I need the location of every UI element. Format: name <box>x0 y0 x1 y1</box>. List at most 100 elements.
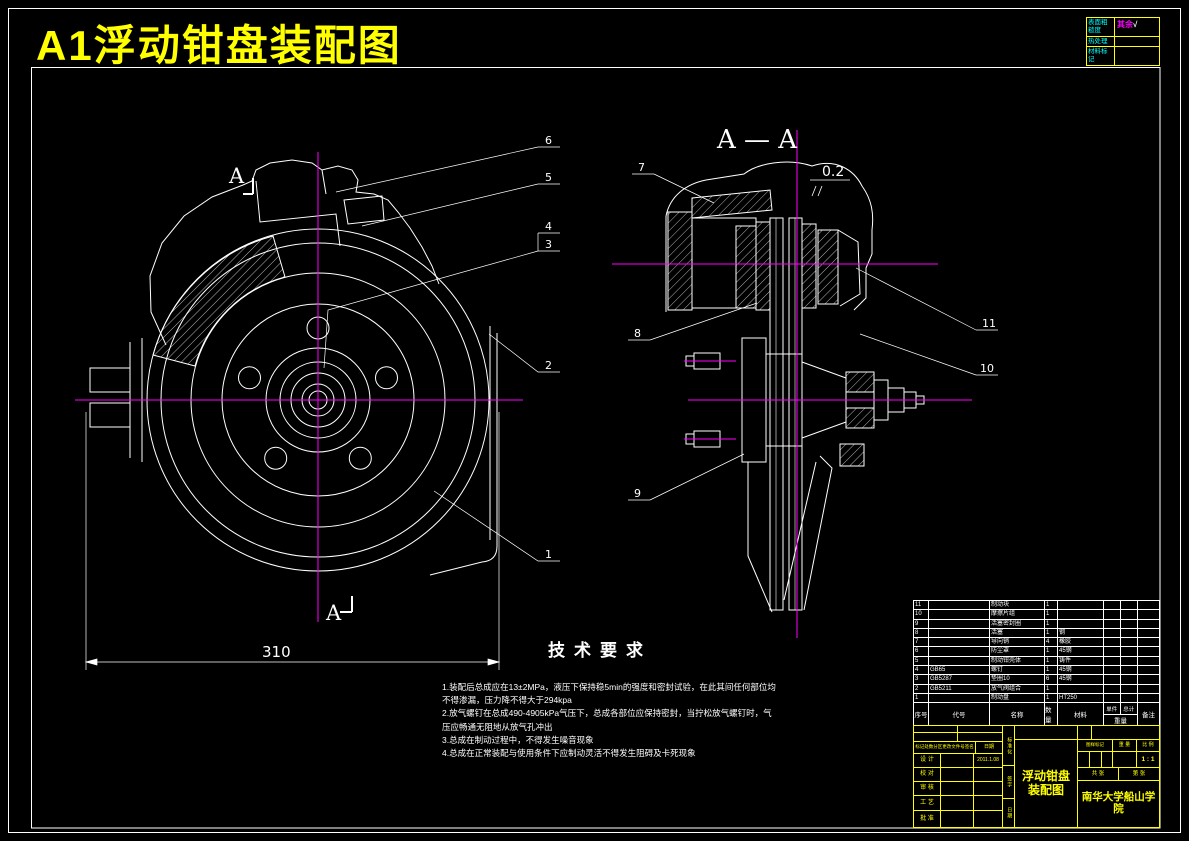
table-header-row: 序号 代号 名称 数量 材料 单件 总计 重量 备注 <box>914 703 1159 726</box>
bom-cell: 1 <box>1045 684 1058 694</box>
bom-cell: 2 <box>914 684 929 694</box>
date-cell <box>973 767 1003 782</box>
bom-cell <box>1121 638 1138 648</box>
bom-cell: 6 <box>1045 675 1058 685</box>
bom-cell <box>1104 656 1121 667</box>
finish-label: 热处理 <box>1087 36 1115 47</box>
bom-cell <box>1138 666 1159 676</box>
bom-cell: 1 <box>1045 693 1058 704</box>
bom-cell <box>929 601 990 611</box>
roughness-check-icon: √ <box>1133 20 1138 29</box>
bom-cell <box>1121 610 1138 620</box>
bom-cell: 制动盘 <box>990 693 1045 704</box>
finish-value: 其余√ <box>1115 18 1159 36</box>
bom-cell <box>1104 601 1121 611</box>
tech-item: 1.装配后总成应在13±2MPa，液压下保持稳5min的强度和密封试验，在此其间… <box>442 682 776 706</box>
bom-cell <box>1058 610 1104 620</box>
surface-finish-table: 表面粗糙度 其余√ 热处理 材料标记 <box>1086 17 1160 66</box>
section-view-caliper <box>665 161 874 467</box>
svg-text:9: 9 <box>634 487 641 500</box>
bom-cell <box>1138 647 1159 657</box>
bom-cell <box>929 693 990 704</box>
bom-cell <box>1138 620 1159 629</box>
front-balloon-numbers: 6 5 4 3 2 1 <box>545 134 552 561</box>
finish-label: 材料标记 <box>1087 47 1115 65</box>
weight-value <box>1112 751 1137 768</box>
bom-cell: 9 <box>914 619 929 629</box>
bom-cell <box>1121 647 1138 657</box>
bom-cell <box>929 638 990 648</box>
section-title: A — A <box>716 125 798 155</box>
bom-cell <box>1058 619 1104 629</box>
bom-header-cell: 数量 <box>1045 703 1058 726</box>
bom-cell <box>1121 628 1138 639</box>
finish-value <box>1115 47 1159 65</box>
signature-cell <box>940 753 974 768</box>
finish-value <box>1115 37 1159 47</box>
bom-cell: 导向销 <box>990 638 1045 648</box>
svg-text:8: 8 <box>634 327 641 340</box>
bom-cell: 1 <box>914 693 929 704</box>
bom-header-cell: 备注 <box>1142 712 1155 720</box>
drawing-name: 浮动钳盘装配图 <box>1014 739 1078 828</box>
bom-cell: 1 <box>1045 628 1058 639</box>
role-label: 校 对 <box>913 767 941 782</box>
bom-cell: 45钢 <box>1058 675 1104 685</box>
tech-item: 4.总成在正常装配与使用条件下应制动灵活不得发生阻碍及卡死现象 <box>442 747 696 758</box>
svg-text:1: 1 <box>545 548 552 561</box>
section-view-shield <box>747 455 833 613</box>
bom-cell <box>1104 638 1121 648</box>
bom-cell <box>1121 693 1138 704</box>
bom-cell: 活塞密封圈 <box>990 619 1045 629</box>
date-cell <box>973 795 1003 811</box>
svg-text:6: 6 <box>545 134 552 147</box>
finish-value-text: 其余 <box>1117 20 1133 29</box>
bom-header-cell: 序号 <box>914 703 929 726</box>
title-block-cell <box>1014 725 1078 740</box>
title-block-cell <box>1077 725 1092 740</box>
section-letter-top: A <box>228 164 245 188</box>
runout-value: 0.2 <box>822 164 844 180</box>
bom-cell <box>1104 628 1121 639</box>
bom-cell <box>1058 601 1104 611</box>
bom-cell: 1 <box>1045 656 1058 667</box>
tech-requirements-title: 技术要求 <box>548 641 652 660</box>
bom-cell: 8 <box>914 628 929 639</box>
dimension-310-value: 310 <box>262 643 291 661</box>
bom-cell <box>1138 685 1159 694</box>
bom-cell: 4 <box>914 666 929 676</box>
bom-header-cell: 重量 <box>1114 718 1127 726</box>
tech-item: 3.总成在制动过程中，不得发生噪音现象 <box>442 734 594 745</box>
svg-text:5: 5 <box>545 171 552 184</box>
bom-cell: 放气阀组合 <box>990 684 1045 694</box>
bom-cell: 1 <box>1045 601 1058 611</box>
organization-name: 南华大学船山学院 <box>1077 780 1160 828</box>
bom-cell <box>1138 694 1159 704</box>
signature-cell <box>940 810 974 828</box>
bom-cell <box>929 656 990 667</box>
bom-header-cell: 总计 <box>1123 706 1135 713</box>
bom-cell: 1 <box>1045 666 1058 676</box>
bom-cell <box>1138 601 1159 611</box>
bom-cell <box>929 619 990 629</box>
scale-value: 1 : 1 <box>1136 751 1160 768</box>
bom-cell: 5 <box>914 656 929 667</box>
bom-cell: 7 <box>914 638 929 648</box>
runout-callout-lines <box>810 179 850 197</box>
section-view-disc <box>769 217 803 611</box>
bom-cell: 垫圈10 <box>990 675 1045 685</box>
bom-cell <box>1104 666 1121 676</box>
role-label: 设 计 <box>913 753 941 768</box>
bom-cell: 制动块 <box>990 601 1045 611</box>
bom-cell: 螺钉 <box>990 666 1045 676</box>
role-label: 工 艺 <box>913 795 941 811</box>
bom-cell: HT250 <box>1058 693 1104 704</box>
